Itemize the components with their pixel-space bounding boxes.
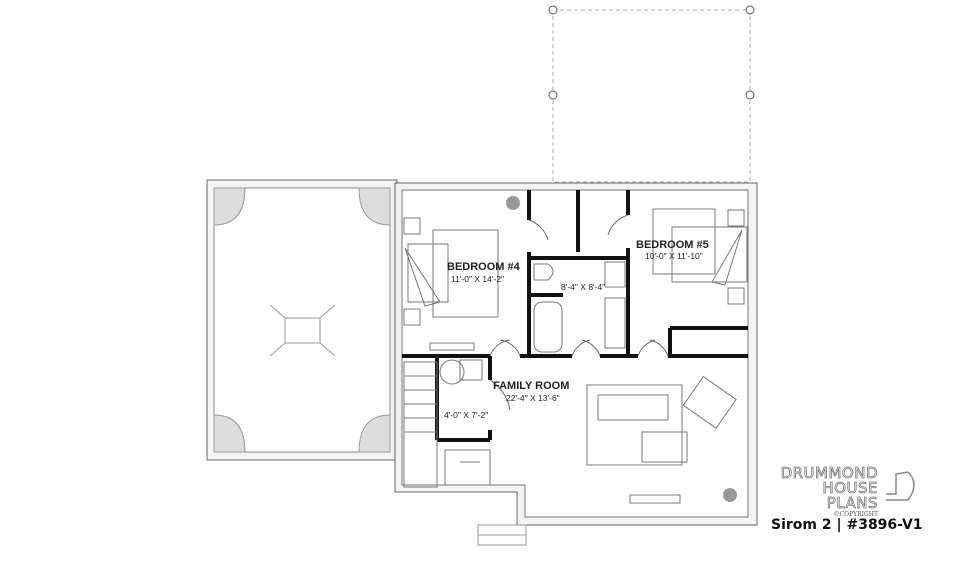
deck-posts	[548, 5, 755, 100]
plan-caption: Sirom 2 | #3896-V1	[771, 517, 923, 533]
logo-line-1: DRUMMOND	[780, 464, 878, 482]
plant-icons	[506, 196, 737, 502]
deck-outline	[552, 9, 751, 183]
family-room-dimensions: 22'-4" X 13'-6"	[506, 393, 560, 403]
drummond-logo: DRUMMOND HOUSE PLANS ©COPYRIGHT	[770, 464, 930, 518]
bathroom-dimensions: 8'-4" X 8'-4"	[561, 282, 605, 292]
crawl-space	[206, 179, 398, 461]
logo-copyright: ©COPYRIGHT	[833, 511, 878, 518]
family-room-label: FAMILY ROOM	[493, 380, 569, 392]
bedroom-5-dimensions: 10'-0" X 11'-10"	[645, 251, 703, 261]
bedroom-5-label: BEDROOM #5	[636, 239, 709, 251]
furniture	[403, 208, 748, 504]
bedroom-4-dimensions: 11'-0" X 14'-2"	[451, 274, 504, 284]
logo-d-mark-icon	[886, 471, 915, 501]
storage-dimensions: 4'-0" X 7'-2"	[444, 410, 488, 420]
bedroom-4-label: BEDROOM #4	[447, 261, 521, 273]
exterior-step	[477, 524, 527, 546]
doors	[489, 214, 669, 411]
logo-line-2: HOUSE PLANS	[822, 479, 878, 512]
